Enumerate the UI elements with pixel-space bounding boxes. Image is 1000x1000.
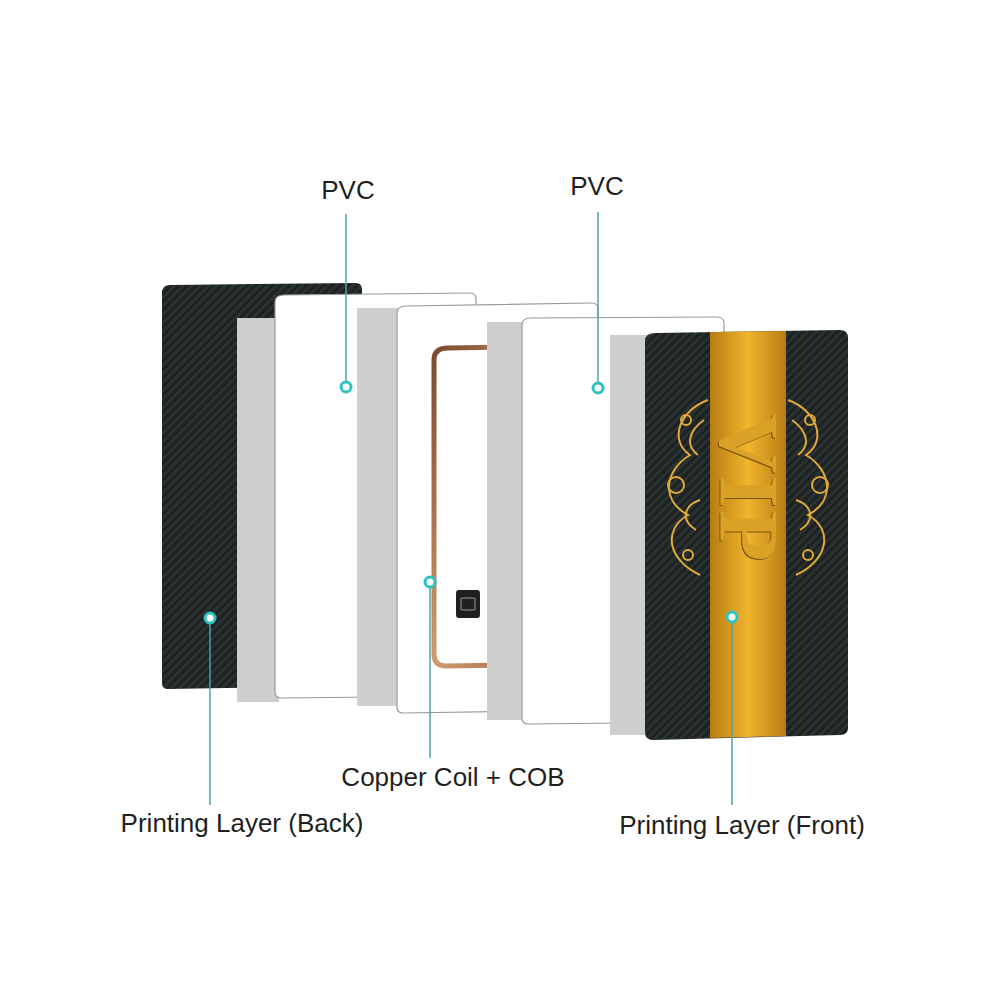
cob-chip-contact: [461, 598, 475, 610]
callout-dot: [425, 577, 435, 587]
callout-dot: [205, 613, 215, 623]
leader-lines: [210, 212, 732, 805]
leader-line: [597, 212, 599, 383]
part-label: Printing Layer (Front): [619, 811, 865, 840]
part-label: Copper Coil + COB: [341, 763, 564, 792]
card-shadow: [610, 335, 648, 735]
callout-dot: [593, 383, 603, 393]
callout-dot: [727, 612, 737, 622]
card-shadow: [357, 308, 399, 706]
leader-line: [345, 214, 347, 382]
leader-line: [209, 623, 211, 805]
cob-chip: [456, 590, 480, 618]
card-shadow: [487, 322, 523, 720]
part-label: PVC: [321, 176, 374, 205]
card-shadow: [237, 318, 279, 702]
leader-line: [429, 587, 431, 758]
callout-dot: [341, 382, 351, 392]
part-label: Printing Layer (Back): [121, 809, 364, 838]
front-print-card: [645, 330, 848, 740]
leader-line: [731, 622, 733, 805]
gold-ornament: [668, 400, 828, 575]
card-print-text: VIP: [706, 413, 790, 564]
callout-dots: [205, 382, 737, 623]
part-label: PVC: [570, 172, 623, 201]
